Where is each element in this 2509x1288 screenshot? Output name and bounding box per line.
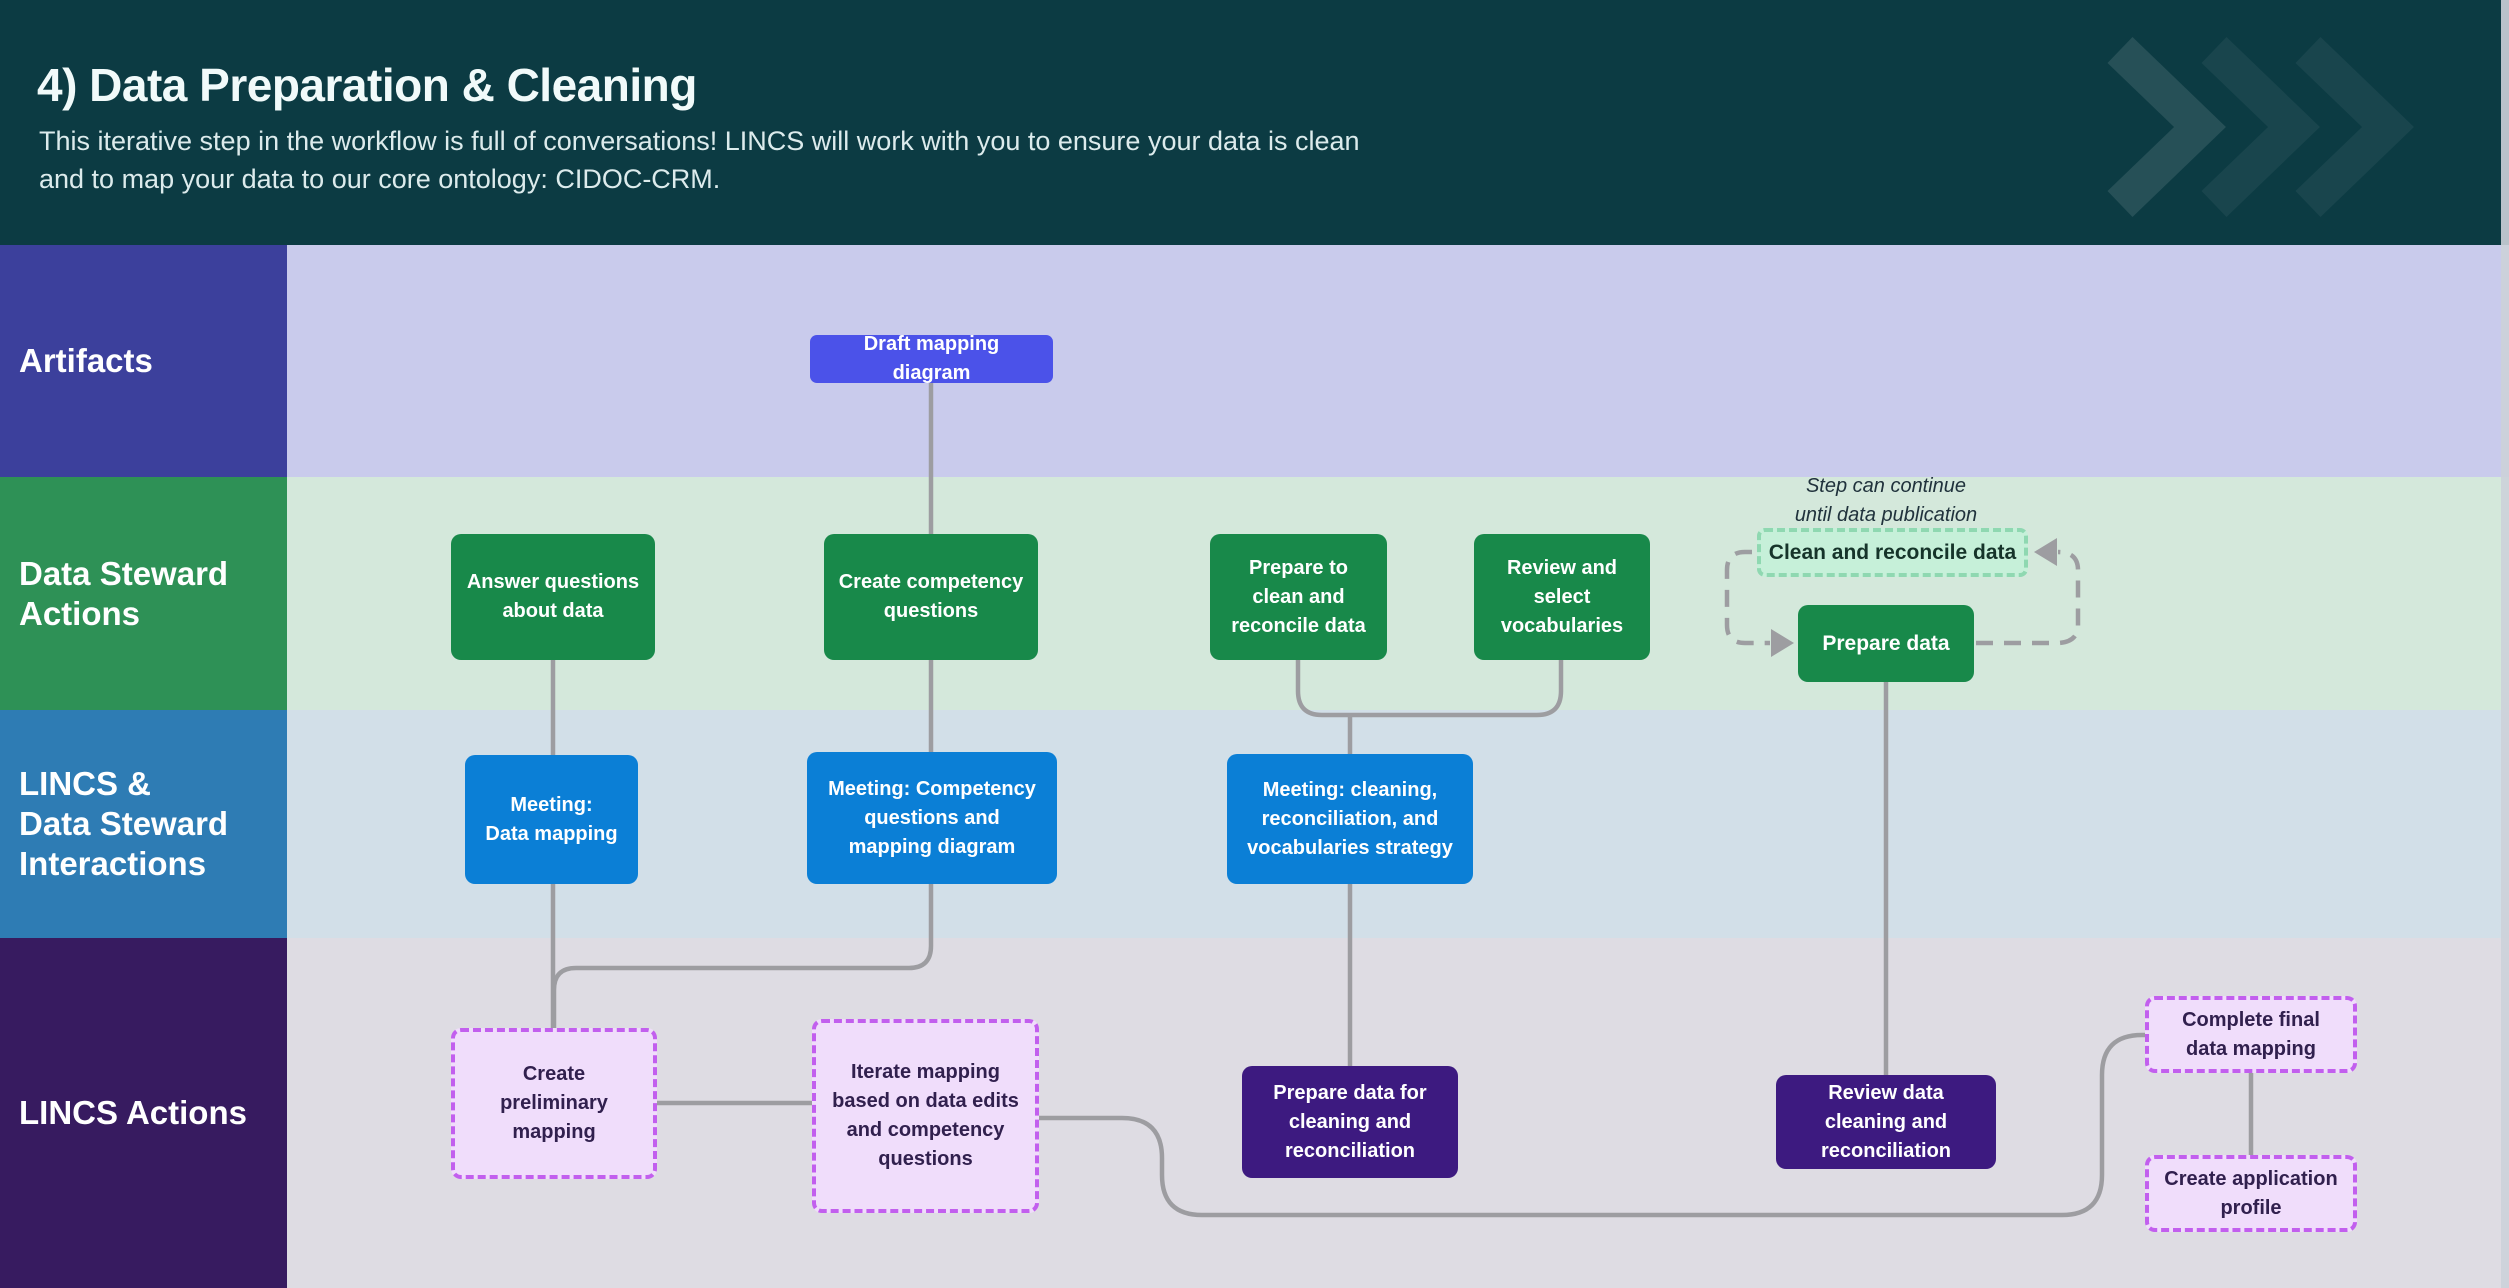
edge-iterate-to-complete-final bbox=[1039, 1032, 2145, 1218]
edge-loop-clean-to-prepare bbox=[1724, 549, 1770, 646]
node-label: Meeting: Competency questions and mappin… bbox=[828, 777, 1036, 858]
node-label: Create preliminary mapping bbox=[500, 1063, 608, 1143]
node-meeting-cleaning: Meeting: cleaning, reconciliation, and v… bbox=[1227, 754, 1473, 884]
node-label: Prepare data bbox=[1822, 632, 1950, 655]
node-meeting-data-mapping: Meeting: Data mapping bbox=[465, 755, 638, 884]
node-label: Prepare to clean and reconcile data bbox=[1231, 556, 1366, 637]
node-create-preliminary-mapping: Create preliminary mapping bbox=[451, 1028, 657, 1179]
node-label: Clean and reconcile data bbox=[1768, 541, 2017, 564]
loop-note: Step can continue until data publication bbox=[1794, 475, 1978, 526]
node-draft-mapping-diagram: Draft mapping diagram bbox=[810, 333, 1053, 384]
node-prepare-data-for-cleaning: Prepare data for cleaning and reconcilia… bbox=[1242, 1066, 1458, 1178]
lane-artifacts-body bbox=[287, 245, 2509, 477]
page-subtitle: This iterative step in the workflow is f… bbox=[39, 126, 1360, 194]
lane-label-lincs-actions: LINCS Actions bbox=[0, 938, 287, 1288]
lane-label-data-steward-actions: Data Steward Actions bbox=[0, 477, 287, 710]
chevron-icon bbox=[2201, 37, 2320, 217]
lane-label-text: Data Steward Actions bbox=[19, 554, 229, 632]
chevron-icon bbox=[2107, 37, 2226, 217]
arrowhead-left-icon bbox=[2034, 538, 2057, 566]
chevron-icon bbox=[2295, 37, 2414, 217]
node-create-application-profile: Create application profile bbox=[2145, 1155, 2357, 1232]
lane-label-interactions: LINCS & Data Steward Interactions bbox=[0, 710, 287, 938]
node-label: Prepare data for cleaning and reconcilia… bbox=[1273, 1081, 1427, 1162]
node-label: Answer questions about data bbox=[466, 571, 640, 622]
node-prepare-to-clean: Prepare to clean and reconcile data bbox=[1210, 534, 1387, 660]
node-label: Complete final data mapping bbox=[2182, 1008, 2320, 1060]
header-band bbox=[0, 0, 2509, 245]
node-answer-questions: Answer questions about data bbox=[451, 534, 655, 660]
node-label: Create competency questions bbox=[838, 571, 1024, 622]
lane-label-artifacts: Artifacts bbox=[0, 245, 287, 477]
node-label: Meeting: Data mapping bbox=[485, 793, 618, 845]
node-label: Review and select vocabularies bbox=[1500, 556, 1624, 637]
slide-edge-strip bbox=[2501, 0, 2509, 1288]
node-label: Create application profile bbox=[2164, 1167, 2338, 1219]
node-review-data-cleaning: Review data cleaning and reconciliation bbox=[1776, 1075, 1996, 1169]
lane-data-steward-body bbox=[287, 477, 2509, 710]
arrowhead-right-icon bbox=[1771, 629, 1794, 657]
edge-meeting-competency-to-create-preliminary bbox=[551, 884, 934, 1028]
lane-label-text: Artifacts bbox=[19, 342, 153, 379]
lane-label-text: LINCS & Data Steward Interactions bbox=[19, 765, 229, 882]
node-label: Meeting: cleaning, reconciliation, and v… bbox=[1247, 778, 1453, 859]
node-meeting-competency: Meeting: Competency questions and mappin… bbox=[807, 752, 1057, 884]
node-label: Review data cleaning and reconciliation bbox=[1820, 1081, 1952, 1162]
node-label: Draft mapping diagram bbox=[863, 333, 1000, 384]
node-label: Iterate mapping based on data edits and … bbox=[832, 1061, 1019, 1170]
lane-label-text: LINCS Actions bbox=[19, 1094, 247, 1131]
node-review-select-vocabularies: Review and select vocabularies bbox=[1474, 534, 1650, 660]
edge-prepare-review-merge bbox=[1295, 660, 1564, 718]
node-create-competency-questions: Create competency questions bbox=[824, 534, 1038, 660]
node-iterate-mapping: Iterate mapping based on data edits and … bbox=[812, 1019, 1039, 1213]
edge-loop-prepare-to-clean bbox=[1976, 549, 2081, 646]
node-prepare-data: Prepare data bbox=[1798, 605, 1974, 682]
triple-chevron-right-icon bbox=[2107, 37, 2414, 217]
page-title: 4) Data Preparation & Cleaning bbox=[37, 59, 697, 111]
node-clean-and-reconcile-data: Clean and reconcile data bbox=[1757, 528, 2028, 577]
node-complete-final-mapping: Complete final data mapping bbox=[2145, 996, 2357, 1073]
